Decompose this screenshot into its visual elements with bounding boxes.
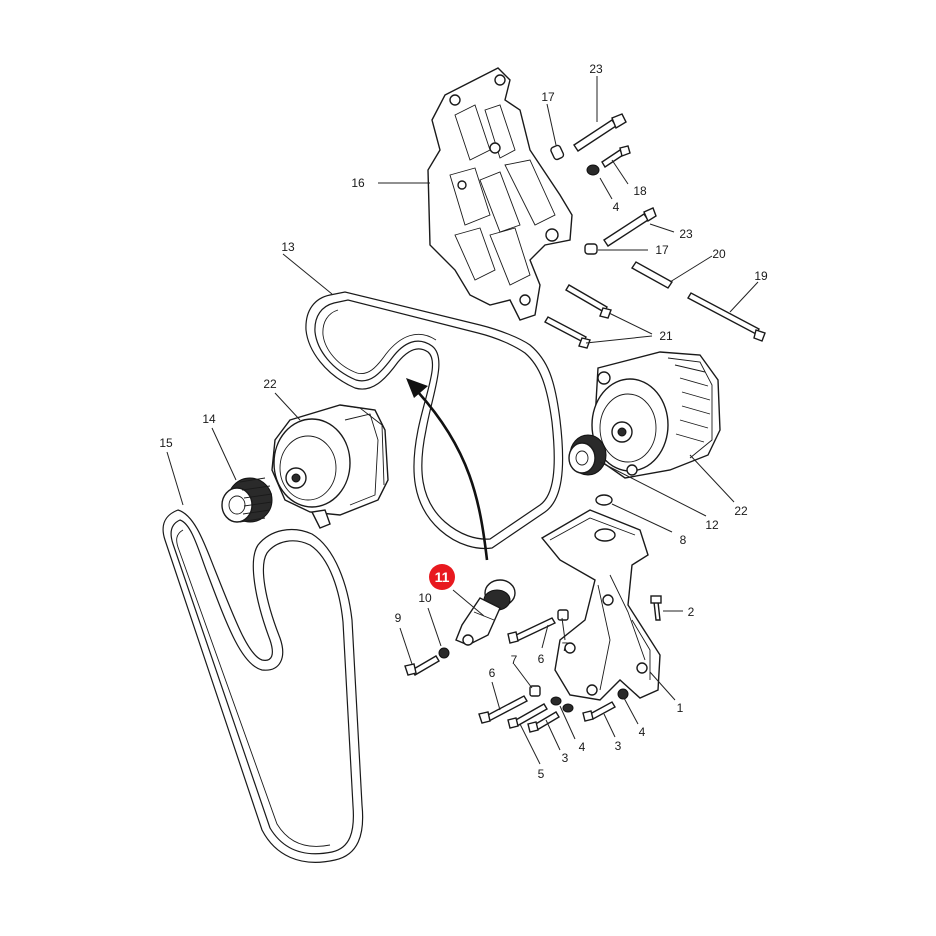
stud-21-upper[interactable] bbox=[565, 284, 612, 319]
leader-lines bbox=[166, 76, 759, 765]
callout-13[interactable]: 13 bbox=[281, 240, 295, 254]
washer-4-c[interactable] bbox=[617, 688, 629, 700]
callout-5[interactable]: 5 bbox=[538, 767, 545, 781]
callout-4[interactable]: 4 bbox=[639, 725, 646, 739]
sleeve-20[interactable] bbox=[630, 261, 674, 289]
callout-19[interactable]: 19 bbox=[754, 269, 768, 283]
callout-1[interactable]: 1 bbox=[677, 701, 684, 715]
bolt-19[interactable] bbox=[687, 292, 766, 342]
stud-21-lower[interactable] bbox=[544, 316, 591, 349]
callout-12[interactable]: 12 bbox=[705, 518, 719, 532]
alternator-22-left[interactable] bbox=[271, 404, 389, 529]
callout-22[interactable]: 22 bbox=[263, 377, 277, 391]
bolt-3-right[interactable] bbox=[582, 701, 616, 722]
washer-10[interactable] bbox=[438, 647, 450, 659]
callout-21[interactable]: 21 bbox=[659, 329, 673, 343]
bolt-23-lower[interactable] bbox=[603, 207, 657, 247]
callout-6[interactable]: 6 bbox=[538, 652, 545, 666]
callout-17[interactable]: 17 bbox=[655, 243, 669, 257]
callout-labels: 1 2 3 3 4 4 4 5 6 6 7 7 8 9 10 12 13 14 … bbox=[159, 62, 768, 781]
callout-16[interactable]: 16 bbox=[351, 176, 365, 190]
routing-arrow bbox=[406, 378, 489, 561]
bracket-16[interactable] bbox=[427, 67, 573, 321]
callout-4[interactable]: 4 bbox=[579, 740, 586, 754]
washer-4-a[interactable] bbox=[550, 696, 562, 706]
callout-4[interactable]: 4 bbox=[613, 200, 620, 214]
washer-4-upper[interactable] bbox=[586, 164, 600, 176]
callout-15[interactable]: 15 bbox=[159, 436, 173, 450]
washer-4-b[interactable] bbox=[562, 703, 574, 713]
o-ring-8[interactable] bbox=[595, 494, 613, 506]
bolt-23-upper[interactable] bbox=[573, 113, 627, 152]
belt-15[interactable] bbox=[162, 509, 364, 863]
callout-7[interactable]: 7 bbox=[562, 640, 569, 654]
callout-22[interactable]: 22 bbox=[734, 504, 748, 518]
callout-3[interactable]: 3 bbox=[615, 739, 622, 753]
callout-9[interactable]: 9 bbox=[395, 611, 402, 625]
bolt-6-upper[interactable] bbox=[507, 617, 556, 644]
bolt-2[interactable] bbox=[650, 595, 662, 621]
callout-20[interactable]: 20 bbox=[712, 247, 726, 261]
tensioner-11[interactable] bbox=[455, 579, 516, 646]
callout-18[interactable]: 18 bbox=[633, 184, 647, 198]
spacer-7-lower[interactable] bbox=[529, 685, 541, 697]
pulley-12[interactable] bbox=[568, 434, 607, 476]
bolt-9[interactable] bbox=[404, 655, 440, 676]
alternator-22-right[interactable] bbox=[591, 351, 721, 479]
callout-8[interactable]: 8 bbox=[680, 533, 687, 547]
callout-10[interactable]: 10 bbox=[418, 591, 432, 605]
callout-6[interactable]: 6 bbox=[489, 666, 496, 680]
callout-3[interactable]: 3 bbox=[562, 751, 569, 765]
highlight-marker-11[interactable]: 11 bbox=[429, 564, 455, 590]
spacer-7-upper[interactable] bbox=[557, 609, 569, 621]
bracket-1[interactable] bbox=[540, 509, 661, 701]
callout-7[interactable]: 7 bbox=[511, 653, 518, 667]
bolt-18[interactable] bbox=[601, 145, 631, 168]
callout-23[interactable]: 23 bbox=[589, 62, 603, 76]
spacer-17-upper[interactable] bbox=[550, 144, 565, 161]
bolt-5[interactable] bbox=[507, 703, 548, 729]
bolt-6-lower[interactable] bbox=[478, 695, 528, 724]
belt-13[interactable] bbox=[305, 291, 564, 550]
callout-2[interactable]: 2 bbox=[688, 605, 695, 619]
pulley-14[interactable] bbox=[221, 477, 273, 523]
spacer-17-lower[interactable] bbox=[584, 243, 598, 255]
callout-14[interactable]: 14 bbox=[202, 412, 216, 426]
highlight-label: 11 bbox=[435, 569, 450, 585]
callout-17[interactable]: 17 bbox=[541, 90, 555, 104]
callout-23[interactable]: 23 bbox=[679, 227, 693, 241]
